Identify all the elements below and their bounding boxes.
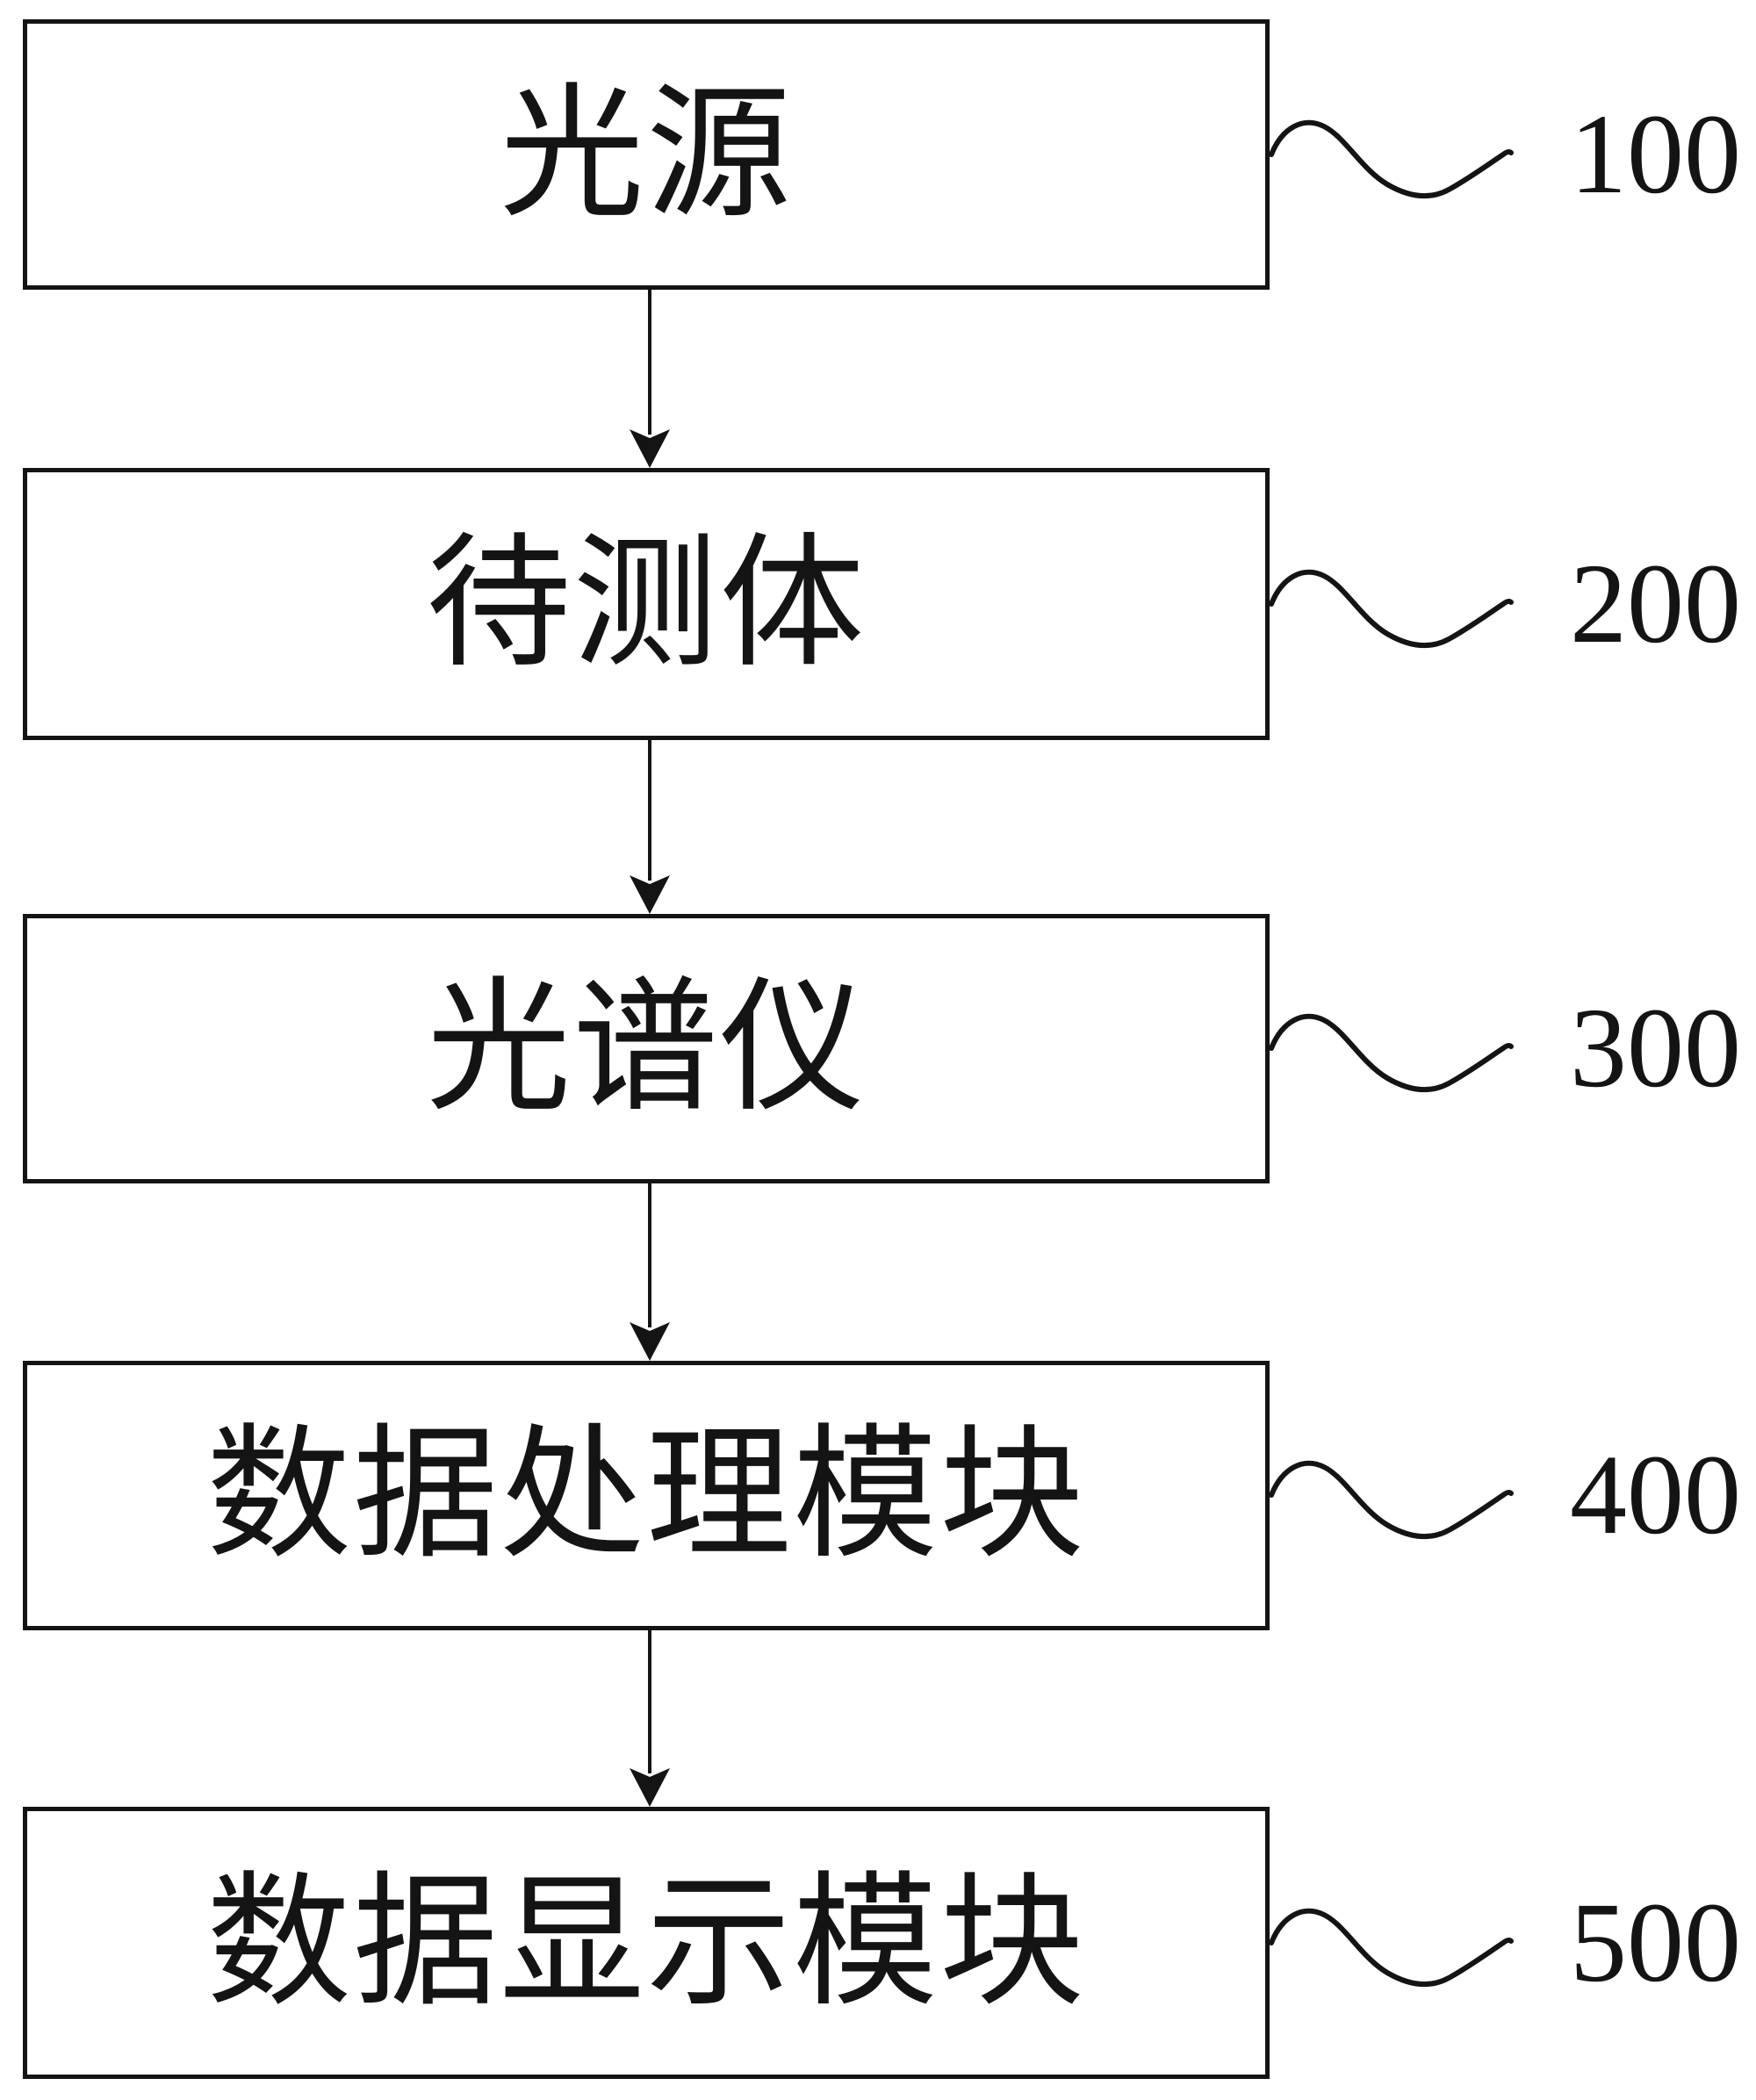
flow-box-label: 待测体: [426, 523, 867, 685]
arrow-head-icon: [630, 429, 670, 468]
squiggle-path: [1270, 119, 1514, 199]
reference-number: 400: [1570, 1432, 1741, 1558]
down-arrow-icon: [630, 1183, 670, 1361]
flow-box-data-display-module: 数据显示模块: [23, 1807, 1270, 2079]
reference-number: 100: [1570, 91, 1741, 218]
reference-number: 300: [1570, 985, 1741, 1111]
reference-squiggle: [1270, 1460, 1514, 1540]
reference-number: 500: [1570, 1880, 1741, 2006]
arrow-head-icon: [630, 875, 670, 914]
reference-squiggle: [1270, 1908, 1514, 1988]
squiggle-path: [1270, 1013, 1514, 1093]
squiggle-path: [1270, 1908, 1514, 1988]
flow-box-spectrometer: 光谱仪: [23, 914, 1270, 1183]
down-arrow-icon: [630, 1630, 670, 1807]
flow-box-label: 数据显示模块: [206, 1862, 1086, 2024]
reference-squiggle: [1270, 1013, 1514, 1093]
flow-box-light-source: 光源: [23, 19, 1270, 290]
reference-squiggle: [1270, 119, 1514, 199]
flow-box-label: 光谱仪: [426, 968, 867, 1129]
flow-box-label: 数据处理模块: [206, 1415, 1086, 1576]
flow-box-label: 光源: [500, 74, 793, 235]
arrow-head-icon: [630, 1322, 670, 1361]
arrow-head-icon: [630, 1768, 670, 1807]
down-arrow-icon: [630, 290, 670, 468]
down-arrow-icon: [630, 740, 670, 914]
flow-box-data-processing-module: 数据处理模块: [23, 1361, 1270, 1630]
reference-squiggle: [1270, 569, 1514, 649]
flow-box-object-under-test: 待测体: [23, 468, 1270, 740]
squiggle-path: [1270, 569, 1514, 649]
reference-number: 200: [1570, 541, 1741, 667]
squiggle-path: [1270, 1460, 1514, 1540]
